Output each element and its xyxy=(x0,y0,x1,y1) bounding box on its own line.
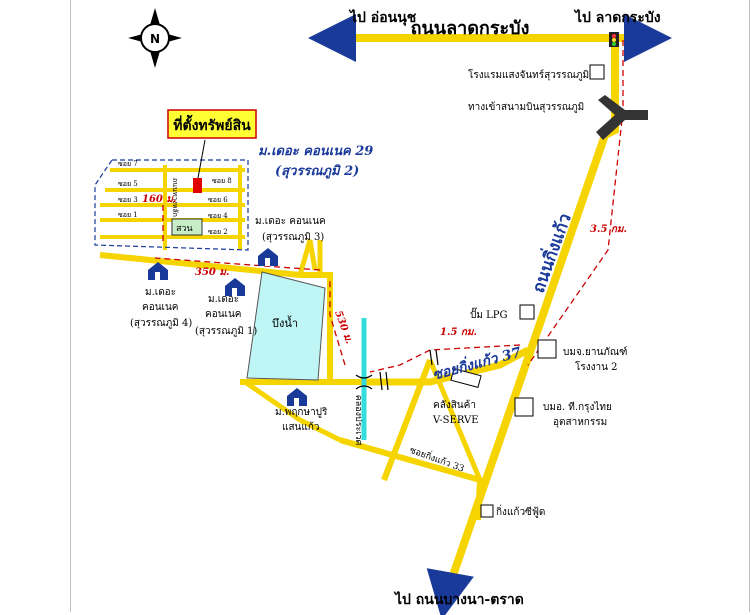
road-network xyxy=(99,34,640,592)
label-warehouse: คลังสินค้า xyxy=(433,399,476,411)
svg-text:ซอย 8: ซอย 8 xyxy=(212,177,232,185)
svg-text:N: N xyxy=(150,32,160,46)
label-airport-entrance: ทางเข้าสนามบินสุวรรณภูมิ xyxy=(468,101,584,113)
route-dashed xyxy=(154,40,624,373)
label-seafood: กิ่งแก้วซีฟู้ด xyxy=(496,504,545,518)
direction-bangna-trat: ไป ถนนบางนา-ตราด xyxy=(393,590,524,608)
direction-on-nut: ไป อ่อนนุช xyxy=(348,8,417,26)
property-callout xyxy=(167,109,257,139)
svg-text:ซอย 6: ซอย 6 xyxy=(208,196,228,204)
road-label-lat-krabang: ถนนลาดกระบัง xyxy=(411,18,530,39)
label-krungthai-2: อุตสาหกรรม xyxy=(553,417,607,428)
bridge-icon xyxy=(355,349,439,391)
building-square-icon xyxy=(537,339,557,359)
label-connect29-a: ม.เดอะ คอนเนค 29 xyxy=(258,144,373,159)
property-marker xyxy=(193,178,202,193)
direction-lat-krabang: ไป ลาดกระบัง xyxy=(573,8,661,26)
road-king-kaeo xyxy=(444,133,609,592)
house-icon xyxy=(148,262,168,280)
svg-text:ถนนทางหลัก: ถนนทางหลัก xyxy=(171,178,179,217)
house-icons xyxy=(148,248,307,406)
label-connect4-b: คอนเนค xyxy=(142,302,178,313)
property-label: ที่ตั้งทรัพย์สิน xyxy=(173,114,251,134)
soi-labels: ซอย 7 ซอย 5 ซอย 3 ซอย 1 ซอย 8 ซอย 6 ซอย … xyxy=(118,160,232,236)
svg-text:160 ม.: 160 ม. xyxy=(142,194,176,205)
village-boundary xyxy=(94,159,249,251)
building-square-icon xyxy=(519,304,535,320)
svg-text:1.5 กม.: 1.5 กม. xyxy=(440,327,477,338)
label-warehouse-2: V-SERVE xyxy=(432,415,479,426)
building-square-icon xyxy=(589,64,605,80)
airport-interchange-icon xyxy=(596,95,648,140)
svg-text:ซอย 2: ซอย 2 xyxy=(208,228,228,236)
north-arrow-icon: N xyxy=(128,8,182,68)
svg-text:3.5 กม.: 3.5 กม. xyxy=(590,224,627,235)
traffic-light-icon xyxy=(609,32,619,47)
village-grid xyxy=(100,165,245,250)
park xyxy=(171,218,203,236)
label-connect3-b: (สุวรรณภูมิ 3) xyxy=(262,232,324,243)
svg-text:ซอย 3: ซอย 3 xyxy=(118,196,138,204)
label-park: สวน xyxy=(176,224,193,234)
svg-text:ซอย 1: ซอย 1 xyxy=(118,211,138,219)
canal-label: คลองประเวศ xyxy=(353,395,363,446)
lake xyxy=(246,271,326,381)
village-labels: ม.เดอะ คอนเนค 29 (สุวรรณภูมิ 2) ม.เดอะ ค… xyxy=(130,144,373,433)
label-connect29-b: (สุวรรณภูมิ 2) xyxy=(275,164,359,179)
label-connect1-c: (สุวรรณภูมิ 1) xyxy=(195,326,257,337)
label-connect1-a: ม.เดอะ xyxy=(208,294,239,305)
building-square-icons xyxy=(450,64,605,518)
svg-text:ซอย 4: ซอย 4 xyxy=(208,212,228,220)
svg-text:350 ม.: 350 ม. xyxy=(195,267,229,278)
svg-text:ซอย 5: ซอย 5 xyxy=(118,180,138,188)
label-krungthai: บมอ. ที.กรุงไทย xyxy=(543,401,612,413)
house-icon xyxy=(258,248,278,266)
label-pruksa-a: ม.พฤกษาปูริ xyxy=(275,407,328,418)
label-ubon: บมจ.ยานภัณฑ์ xyxy=(563,346,627,358)
label-hotel: โรงแรมแสงจันทร์สุวรรณภูมิ xyxy=(468,68,589,81)
arrow-down-icon xyxy=(426,568,474,615)
building-square-icon xyxy=(480,504,494,518)
house-icon xyxy=(225,278,245,296)
label-connect1-b: คอนเนค xyxy=(205,309,241,320)
building-square-icon xyxy=(450,367,482,389)
label-connect4-a: ม.เดอะ xyxy=(145,287,176,298)
label-pruksa-b: แสนแก้ว xyxy=(282,421,320,433)
landmark-labels: โรงแรมแสงจันทร์สุวรรณภูมิ ทางเข้าสนามบิน… xyxy=(176,68,627,518)
house-icon xyxy=(287,388,307,406)
building-square-icon xyxy=(514,397,534,417)
label-ubon-2: โรงงาน 2 xyxy=(575,360,618,373)
direction-labels: ไป อ่อนนุช ไป ลาดกระบัง ไป ถนนบางนา-ตราด xyxy=(348,8,661,608)
map-frame xyxy=(70,0,750,612)
svg-text:530 ม.: 530 ม. xyxy=(332,309,354,345)
label-connect4-c: (สุวรรณภูมิ 4) xyxy=(130,318,192,329)
label-lake: บึงน้ำ xyxy=(272,315,298,330)
label-lpg: ปั๊ม LPG xyxy=(470,307,507,321)
label-connect3-a: ม.เดอะ คอนเนค xyxy=(255,216,326,227)
svg-text:ซอย 7: ซอย 7 xyxy=(118,160,138,168)
